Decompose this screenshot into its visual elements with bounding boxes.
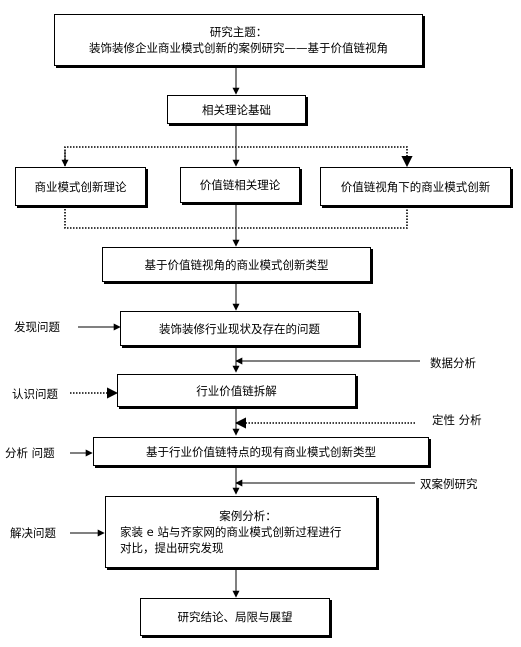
value-chain-types-label: 基于价值链视角的商业模式创新类型 [144, 257, 329, 272]
theory-basis-box: 相关理论基础 [167, 95, 306, 124]
research-topic-box: 研究主题： 装饰装修企业商业模式创新的案例研究——基于价值链视角 [54, 14, 423, 66]
research-topic-subtitle: 装饰装修企业商业模式创新的案例研究——基于价值链视角 [89, 41, 388, 55]
case-analysis-line2: 对比，提出研究发现 [120, 541, 224, 555]
conclusion-label: 研究结论、局限与展望 [177, 610, 293, 624]
theory-box-value-chain: 价值链相关理论 [180, 167, 300, 203]
theory-box-business-model: 商业模式创新理论 [15, 167, 146, 206]
theory-label-value-chain-bmi: 价值链视角下的商业模式创新 [340, 179, 491, 194]
label-analyze-problem: 分析 问题 [5, 446, 55, 460]
existing-types-box: 基于行业价值链特点的现有商业模式创新类型 [93, 437, 429, 466]
theory-label-value-chain: 价值链相关理论 [199, 178, 281, 192]
label-discover-problem: 发现问题 [14, 320, 60, 334]
case-analysis-line1: 家装 e 站与齐家网的商业模式创新过程进行 [120, 525, 342, 539]
theory-label-business-model: 商业模式创新理论 [34, 179, 127, 194]
status-quo-label: 装饰装修行业现状及存在的问题 [159, 321, 320, 336]
value-chain-types-box: 基于价值链视角的商业模式创新类型 [102, 247, 371, 282]
case-analysis-box: 案例分析： 家装 e 站与齐家网的商业模式创新过程进行 对比，提出研究发现 [105, 496, 377, 568]
research-topic-title: 研究主题： [209, 25, 268, 39]
label-dual-case-study: 双案例研究 [420, 477, 478, 491]
existing-types-label: 基于行业价值链特点的现有商业模式创新类型 [146, 444, 376, 459]
label-qualitative-analysis: 定性 分析 [432, 413, 482, 427]
conclusion-box: 研究结论、局限与展望 [140, 598, 330, 636]
theory-box-value-chain-bmi: 价值链视角下的商业模式创新 [320, 167, 511, 206]
status-quo-box: 装饰装修行业现状及存在的问题 [120, 311, 359, 346]
label-data-analysis: 数据分析 [430, 356, 476, 370]
label-recognize-problem: 认识问题 [12, 387, 58, 401]
case-analysis-title: 案例分析： [219, 509, 277, 523]
decomposition-label: 行业价值链拆解 [196, 383, 277, 398]
label-solve-problem: 解决问题 [10, 526, 56, 540]
theory-basis-label: 相关理论基础 [202, 102, 271, 117]
decomposition-box: 行业价值链拆解 [117, 374, 356, 407]
